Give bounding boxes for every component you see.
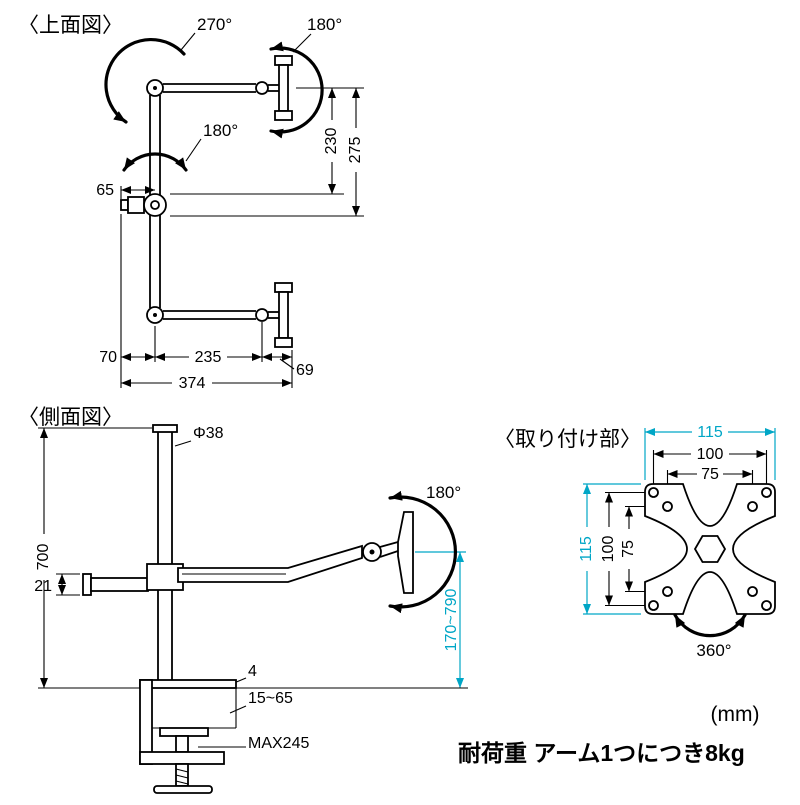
- center-hex-hole: [693, 535, 727, 563]
- dim-angle-180-side: 180°: [426, 483, 461, 502]
- footer: (mm) 耐荷重 アーム1つにつき8kg: [458, 703, 759, 766]
- dim-angle-180-bracket: 180°: [307, 15, 342, 34]
- bottom-joint-pin: [153, 313, 157, 317]
- top-joint-pin: [153, 86, 157, 90]
- rotation-arc-270: [104, 37, 186, 124]
- dim-700: 700: [35, 544, 52, 571]
- dim-h100: 100: [600, 536, 617, 563]
- arm-collar-handle: [82, 563, 184, 596]
- dim-275: 275: [347, 137, 364, 164]
- rotation-arc-180-bracket: [269, 41, 324, 139]
- lower-arm-top-view: [163, 282, 293, 348]
- dim-21: 21: [34, 578, 52, 595]
- dim-230: 230: [323, 128, 340, 155]
- dim-max245: MAX245: [248, 735, 309, 752]
- vesa-plate: [644, 483, 776, 615]
- rotation-arc-180-tilt: [388, 490, 458, 614]
- mount-view: 〈取り付け部〉: [494, 424, 776, 660]
- dim-desk-range: 15~65: [248, 690, 293, 707]
- dim-69: 69: [296, 362, 314, 379]
- side-view-title: 〈側面図〉: [18, 406, 123, 429]
- dim-w115: 115: [697, 424, 723, 441]
- pole-side-view: [152, 424, 178, 680]
- vesa-screw-holes: [648, 487, 772, 611]
- dim-70: 70: [99, 349, 117, 366]
- middle-joint-knob: [120, 193, 167, 217]
- dim-65: 65: [96, 182, 114, 199]
- rotation-arcs-top-view: [104, 32, 324, 172]
- dim-h75: 75: [620, 540, 637, 558]
- top-view: 〈上面図〉: [18, 14, 364, 392]
- dim-plate-4: 4: [248, 663, 257, 680]
- dim-h115: 115: [578, 536, 595, 562]
- dim-angle-360: 360°: [696, 641, 731, 660]
- dim-374: 374: [179, 375, 206, 392]
- dim-w100: 100: [697, 446, 724, 463]
- dim-w75: 75: [701, 466, 719, 483]
- rotation-arc-180-pole: [122, 152, 188, 172]
- unit-label: (mm): [711, 703, 760, 726]
- rotation-arc-360: [673, 613, 747, 638]
- monitor-plate-side: [397, 511, 414, 594]
- top-view-title: 〈上面図〉: [18, 14, 123, 37]
- dim-angle-270: 270°: [197, 15, 232, 34]
- mount-view-title: 〈取り付け部〉: [494, 428, 641, 451]
- articulated-arm: [177, 511, 414, 594]
- desk-clamp: [139, 679, 468, 794]
- dim-phi38: Φ38: [193, 425, 224, 442]
- load-capacity-note: 耐荷重 アーム1つにつき8kg: [458, 740, 745, 766]
- dim-235: 235: [195, 349, 222, 366]
- clamp-screw-handle: [153, 785, 213, 794]
- dim-height-range: 170~790: [443, 589, 460, 652]
- side-view: 〈側面図〉: [18, 406, 468, 794]
- dim-angle-180-pole: 180°: [203, 121, 238, 140]
- upper-arm-top-view: [163, 55, 293, 121]
